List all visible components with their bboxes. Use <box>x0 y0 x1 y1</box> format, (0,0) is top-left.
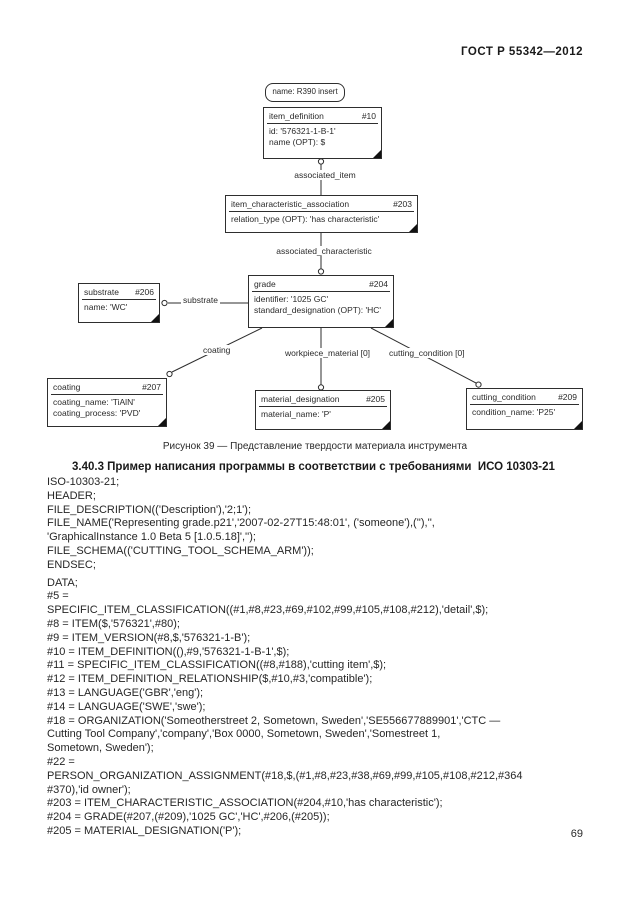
node-attr: coating_process: 'PVD' <box>53 408 141 418</box>
node-attr: identifier: '1025 GC' <box>254 294 329 304</box>
node-attr: name (OPT): $ <box>269 137 326 147</box>
node-attr: relation_type (OPT): 'has characteristic… <box>231 214 380 224</box>
fold-corner-icon <box>151 314 159 322</box>
standard-reference: ГОСТ Р 55342—2012 <box>461 46 583 58</box>
node-title: item_definition <box>269 111 324 121</box>
node-ref: #203 <box>393 199 412 209</box>
node-ref: #209 <box>558 392 577 402</box>
node-attr: coating_name: 'TiAlN' <box>53 397 135 407</box>
code-line: #370),'id owner'); <box>47 783 131 796</box>
edge-label-workpiece-material: workpiece_material [0] <box>283 348 373 358</box>
page-number: 69 <box>570 828 583 840</box>
edge-label-cutting-condition: cutting_condition [0] <box>387 348 467 358</box>
edge-label-associated-item: associated_item <box>281 170 369 180</box>
code-line: SPECIFIC_ITEM_CLASSIFICATION((#1,#8,#23,… <box>47 604 489 617</box>
code-line: 'GraphicalInstance 1.0 Beta 5 [1.0.5.18]… <box>47 531 256 544</box>
node-item-definition: item_definition #10 id: '576321-1-B-1'na… <box>263 107 382 159</box>
code-line: #204 = GRADE(#207,(#209),'1025 GC','HC',… <box>47 811 330 824</box>
node-grade: grade #204 identifier: '1025 GC'standard… <box>248 275 394 328</box>
section-heading: 3.40.3 Пример написания программы в соот… <box>72 461 555 473</box>
node-title: material_designation <box>261 394 340 404</box>
fold-corner-icon <box>385 319 393 327</box>
code-line: #13 = LANGUAGE('GBR','eng'); <box>47 686 204 699</box>
fold-corner-icon <box>373 150 381 158</box>
edge-substrate-circle <box>161 299 168 307</box>
edge-cutting-condition-circle <box>475 381 482 388</box>
code-line: FILE_DESCRIPTION(('Description'),'2;1'); <box>47 503 251 516</box>
node-ref: #206 <box>135 287 154 297</box>
code-line: #5 = <box>47 590 69 603</box>
code-line: FILE_NAME('Representing grade.p21','2007… <box>47 517 435 530</box>
code-line: #10 = ITEM_DEFINITION((),#9,'576321-1-B-… <box>47 645 290 658</box>
edge-label-coating: coating <box>201 345 233 355</box>
node-ref: #204 <box>369 279 388 289</box>
code-line: ISO-10303-21; <box>47 476 120 488</box>
code-line: PERSON_ORGANIZATION_ASSIGNMENT(#18,$,(#1… <box>47 769 523 782</box>
code-line: #14 = LANGUAGE('SWE','swe'); <box>47 700 206 713</box>
fold-corner-icon <box>574 421 582 429</box>
fold-corner-icon <box>158 418 166 426</box>
code-line: Sometown, Sweden'); <box>47 742 154 755</box>
code-line: ENDSEC; <box>47 558 96 571</box>
node-ref: #10 <box>361 111 376 121</box>
node-attr: material_name: 'P' <box>261 409 331 419</box>
node-attr: name: 'WC' <box>84 302 128 312</box>
edge-label-substrate: substrate <box>181 295 220 305</box>
node-material-designation: material_designation #205 material_name:… <box>255 390 391 430</box>
node-title: grade <box>254 279 276 289</box>
figure-caption: Рисунок 39 — Представление твердости мат… <box>162 441 468 452</box>
node-title: substrate <box>84 287 119 297</box>
code-line: FILE_SCHEMA(('CUTTING_TOOL_SCHEMA_ARM'))… <box>47 544 314 557</box>
code-line: HEADER; <box>47 489 96 502</box>
code-listing: ISO-10303-21;HEADER;FILE_DESCRIPTION(('D… <box>47 476 594 839</box>
edge-associated-characteristic-circle <box>317 268 325 275</box>
code-line: #8 = ITEM($,'576321',#80); <box>47 617 180 630</box>
code-header-section: ISO-10303-21;HEADER;FILE_DESCRIPTION(('D… <box>47 476 594 573</box>
edge-coating-circle <box>166 370 173 378</box>
code-line: #9 = ITEM_VERSION(#8,$,'576321-1-B'); <box>47 631 251 644</box>
node-attr: standard_designation (OPT): 'HC' <box>254 305 382 315</box>
node-item-characteristic-association: item_characteristic_association #203 rel… <box>225 195 418 233</box>
edge-label-associated-characteristic: associated_characteristic <box>272 246 376 256</box>
node-ref: #205 <box>366 394 385 404</box>
node-title: cutting_condition <box>472 392 536 402</box>
edge-workpiece-material-circle <box>317 384 325 391</box>
edge-associated-item-circle <box>317 158 325 165</box>
code-line: Cutting Tool Company','company','Box 000… <box>47 728 441 741</box>
code-line: DATA; <box>47 576 78 589</box>
code-line: #11 = SPECIFIC_ITEM_CLASSIFICATION((#8,#… <box>47 659 387 672</box>
code-line: #22 = <box>47 755 75 768</box>
code-line: #18 = ORGANIZATION('Someotherstreet 2, S… <box>47 714 501 727</box>
node-ref: #207 <box>142 382 161 392</box>
code-line: #203 = ITEM_CHARACTERISTIC_ASSOCIATION(#… <box>47 797 443 810</box>
fold-corner-icon <box>409 224 417 232</box>
node-coating: coating #207 coating_name: 'TiAlN'coatin… <box>47 378 167 427</box>
node-attr: condition_name: 'P25' <box>472 407 556 417</box>
code-data-section: DATA;#5 =SPECIFIC_ITEM_CLASSIFICATION((#… <box>47 577 594 839</box>
fold-corner-icon <box>382 421 390 429</box>
code-line: #205 = MATERIAL_DESIGNATION('P'); <box>47 824 242 837</box>
node-substrate: substrate #206 name: 'WC' <box>78 283 160 323</box>
node-cutting-condition: cutting_condition #209 condition_name: '… <box>466 388 583 430</box>
node-name-tag: name: R390 insert <box>265 83 345 102</box>
node-title: item_characteristic_association <box>231 199 350 209</box>
code-line: #12 = ITEM_DEFINITION_RELATIONSHIP($,#10… <box>47 673 373 686</box>
node-title: coating <box>53 382 81 392</box>
node-attr: id: '576321-1-B-1' <box>269 126 336 136</box>
